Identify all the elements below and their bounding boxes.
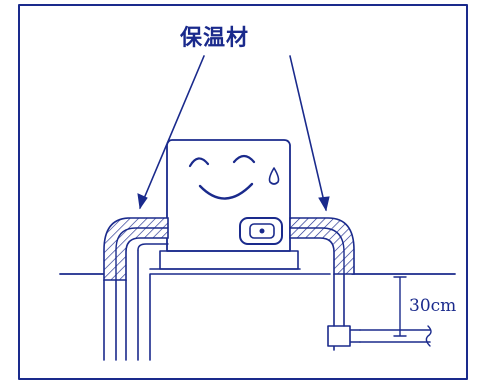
insulation-label: 保温材 — [180, 26, 250, 51]
left-pipe-riser — [103, 249, 139, 361]
left-insulated-pipe — [103, 217, 169, 361]
smiley-face-icon — [188, 154, 256, 200]
pipe-break-mark — [425, 325, 432, 347]
pump-body — [166, 139, 291, 252]
callout-arrow-right — [289, 55, 330, 212]
outlet-pipe — [359, 329, 431, 343]
height-dimension-label: 30cm — [409, 296, 457, 316]
right-pipe-elbow — [327, 325, 361, 351]
foundation-slab — [149, 268, 331, 361]
pump-switch-icon — [239, 217, 283, 245]
dimension-marker — [393, 276, 407, 337]
diagram-frame — [18, 4, 468, 380]
pump-base — [159, 250, 299, 270]
sweat-drop-icon — [268, 167, 280, 185]
right-pipe-down — [333, 273, 345, 327]
right-insulated-pipe — [289, 217, 432, 351]
callout-arrow-left — [137, 55, 205, 210]
